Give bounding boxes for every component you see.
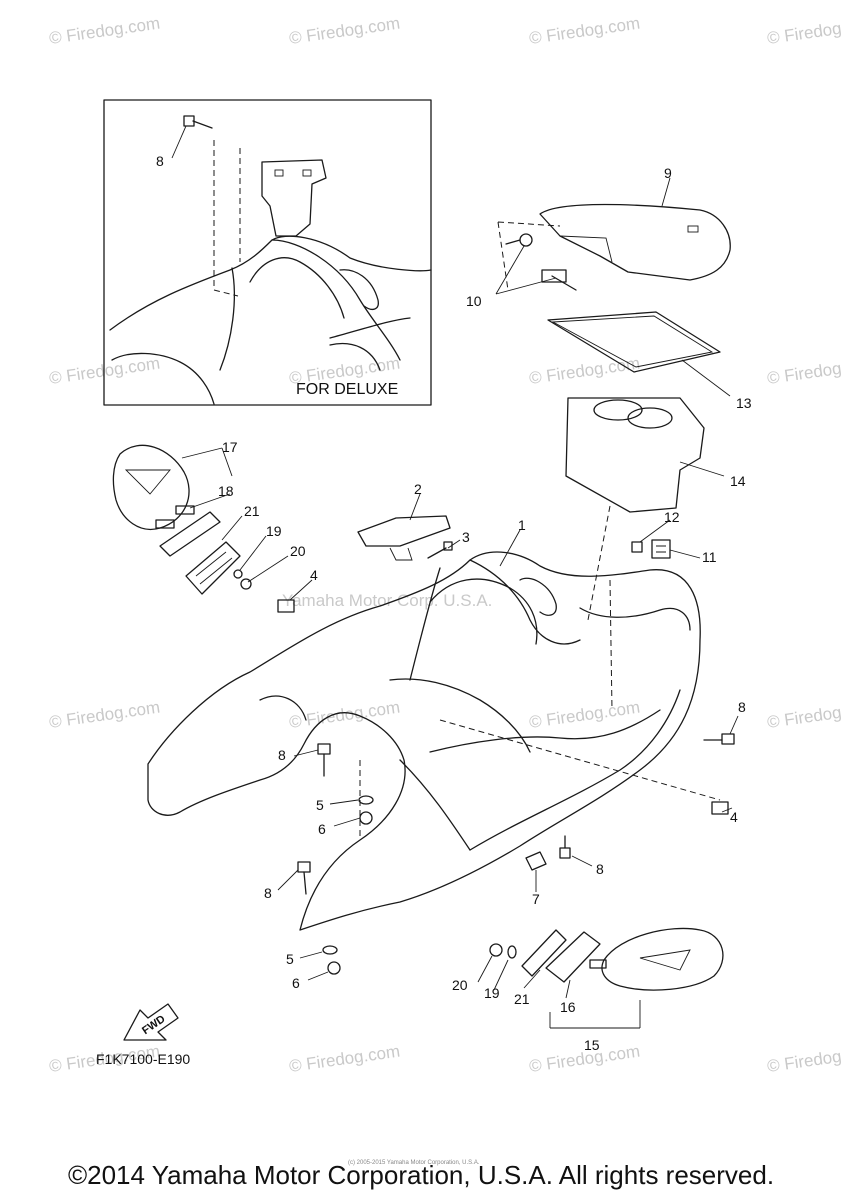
callout-9: 9 (664, 165, 672, 181)
inset-guide-line (213, 140, 239, 297)
callout-5: 5 (286, 951, 294, 967)
inset-label: FOR DELUXE (296, 381, 398, 398)
watermark-text: © Firedog.com (766, 354, 842, 388)
bracket-part-2 (357, 515, 451, 561)
copyright-footer: ©2014 Yamaha Motor Corporation, U.S.A. A… (67, 1160, 775, 1190)
callout-2: 2 (414, 481, 422, 497)
storage-bin-part-14 (565, 397, 705, 621)
callout-11: 11 (702, 549, 717, 565)
seat-cover-part-9 (497, 203, 731, 291)
inset-hull-front (111, 352, 215, 405)
inset-handle (339, 269, 379, 311)
mat-part-13 (547, 311, 721, 373)
washer-nut-parts (322, 795, 374, 975)
inset-bracket-slot (302, 169, 312, 177)
callout-6: 6 (292, 975, 300, 991)
callout-8: 8 (156, 153, 164, 169)
inset-seat-cushion (249, 257, 345, 319)
callout-8: 8 (278, 747, 286, 763)
watermark-text: © Firedog.com (766, 14, 842, 48)
callout-21: 21 (514, 991, 530, 1007)
watermark-text: © Firedog.com (766, 698, 842, 732)
inset-bolt-8 (183, 115, 213, 129)
clip-part-7 (525, 851, 547, 871)
watermark-text: © Firedog.com (288, 1042, 401, 1076)
mirror-left-part-17 (112, 444, 195, 530)
bolt-part-8 (297, 733, 735, 895)
credit-small: (c) 2005-2015 Yamaha Motor Corporation, … (348, 1160, 480, 1166)
deluxe-inset (103, 99, 432, 406)
callout-labels: 8 9 10 13 14 17 18 21 19 20 2 3 4 1 12 1… (156, 153, 752, 1053)
deck-part-1 (147, 551, 721, 931)
fwd-label: FWD (140, 1013, 168, 1037)
fwd-arrow: FWD (123, 1003, 179, 1041)
callout-20: 20 (452, 977, 468, 993)
callout-17: 17 (222, 439, 238, 455)
watermark-text: © Firedog.com (528, 14, 641, 48)
callout-19: 19 (266, 523, 282, 539)
callout-8: 8 (738, 699, 746, 715)
callout-4: 4 (730, 809, 738, 825)
inset-seat-left (219, 267, 236, 371)
watermark-center-text: Yamaha Motor Corp. U.S.A. (282, 591, 492, 610)
watermark-text: © Firedog.com (48, 14, 161, 48)
inset-seat-right (271, 239, 401, 361)
callout-8: 8 (596, 861, 604, 877)
watermark-text: © Firedog.com (288, 698, 401, 732)
inset-deck-top (109, 235, 432, 331)
callout-8: 8 (264, 885, 272, 901)
callout-7: 7 (532, 891, 540, 907)
mirror-left-gasket-part-21 (159, 511, 241, 595)
watermark-text: © Firedog.com (766, 1042, 842, 1076)
callout-10: 10 (466, 293, 482, 309)
callout-6: 6 (318, 821, 326, 837)
watermark-text: © Firedog.com (528, 354, 641, 388)
callout-1: 1 (518, 517, 526, 533)
plug-part-12 (631, 541, 643, 553)
callout-15: 15 (584, 1037, 600, 1053)
callout-3: 3 (462, 529, 470, 545)
callout-14: 14 (730, 473, 746, 489)
cap-part-11 (651, 539, 671, 559)
callout-18: 18 (218, 483, 234, 499)
callout-12: 12 (664, 509, 680, 525)
callout-4: 4 (310, 567, 318, 583)
screw-part-3 (427, 541, 453, 559)
callout-16: 16 (560, 999, 576, 1015)
watermark-layer: © Firedog.com © Firedog.com © Firedog.com ©… (48, 14, 842, 1076)
clip-part-4 (277, 599, 729, 815)
watermark-text: © Firedog.com (48, 698, 161, 732)
inset-frame (103, 99, 432, 406)
diagram-code: F1K7100-E190 (96, 1051, 190, 1067)
callout-20: 20 (290, 543, 306, 559)
callout-13: 13 (736, 395, 752, 411)
inset-bracket-slot (274, 169, 284, 177)
inset-bracket (261, 159, 327, 237)
inset-stripe-2 (329, 342, 381, 371)
leader-lines (171, 125, 739, 1029)
watermark-text: © Firedog.com (288, 14, 401, 48)
callout-21: 21 (244, 503, 260, 519)
nut-washer-left (233, 569, 252, 590)
watermark-text: © Firedog.com (528, 698, 641, 732)
inset-stripe (329, 317, 411, 339)
callout-5: 5 (316, 797, 324, 813)
callout-19: 19 (484, 985, 500, 1001)
mirror-right-assembly (489, 927, 724, 991)
